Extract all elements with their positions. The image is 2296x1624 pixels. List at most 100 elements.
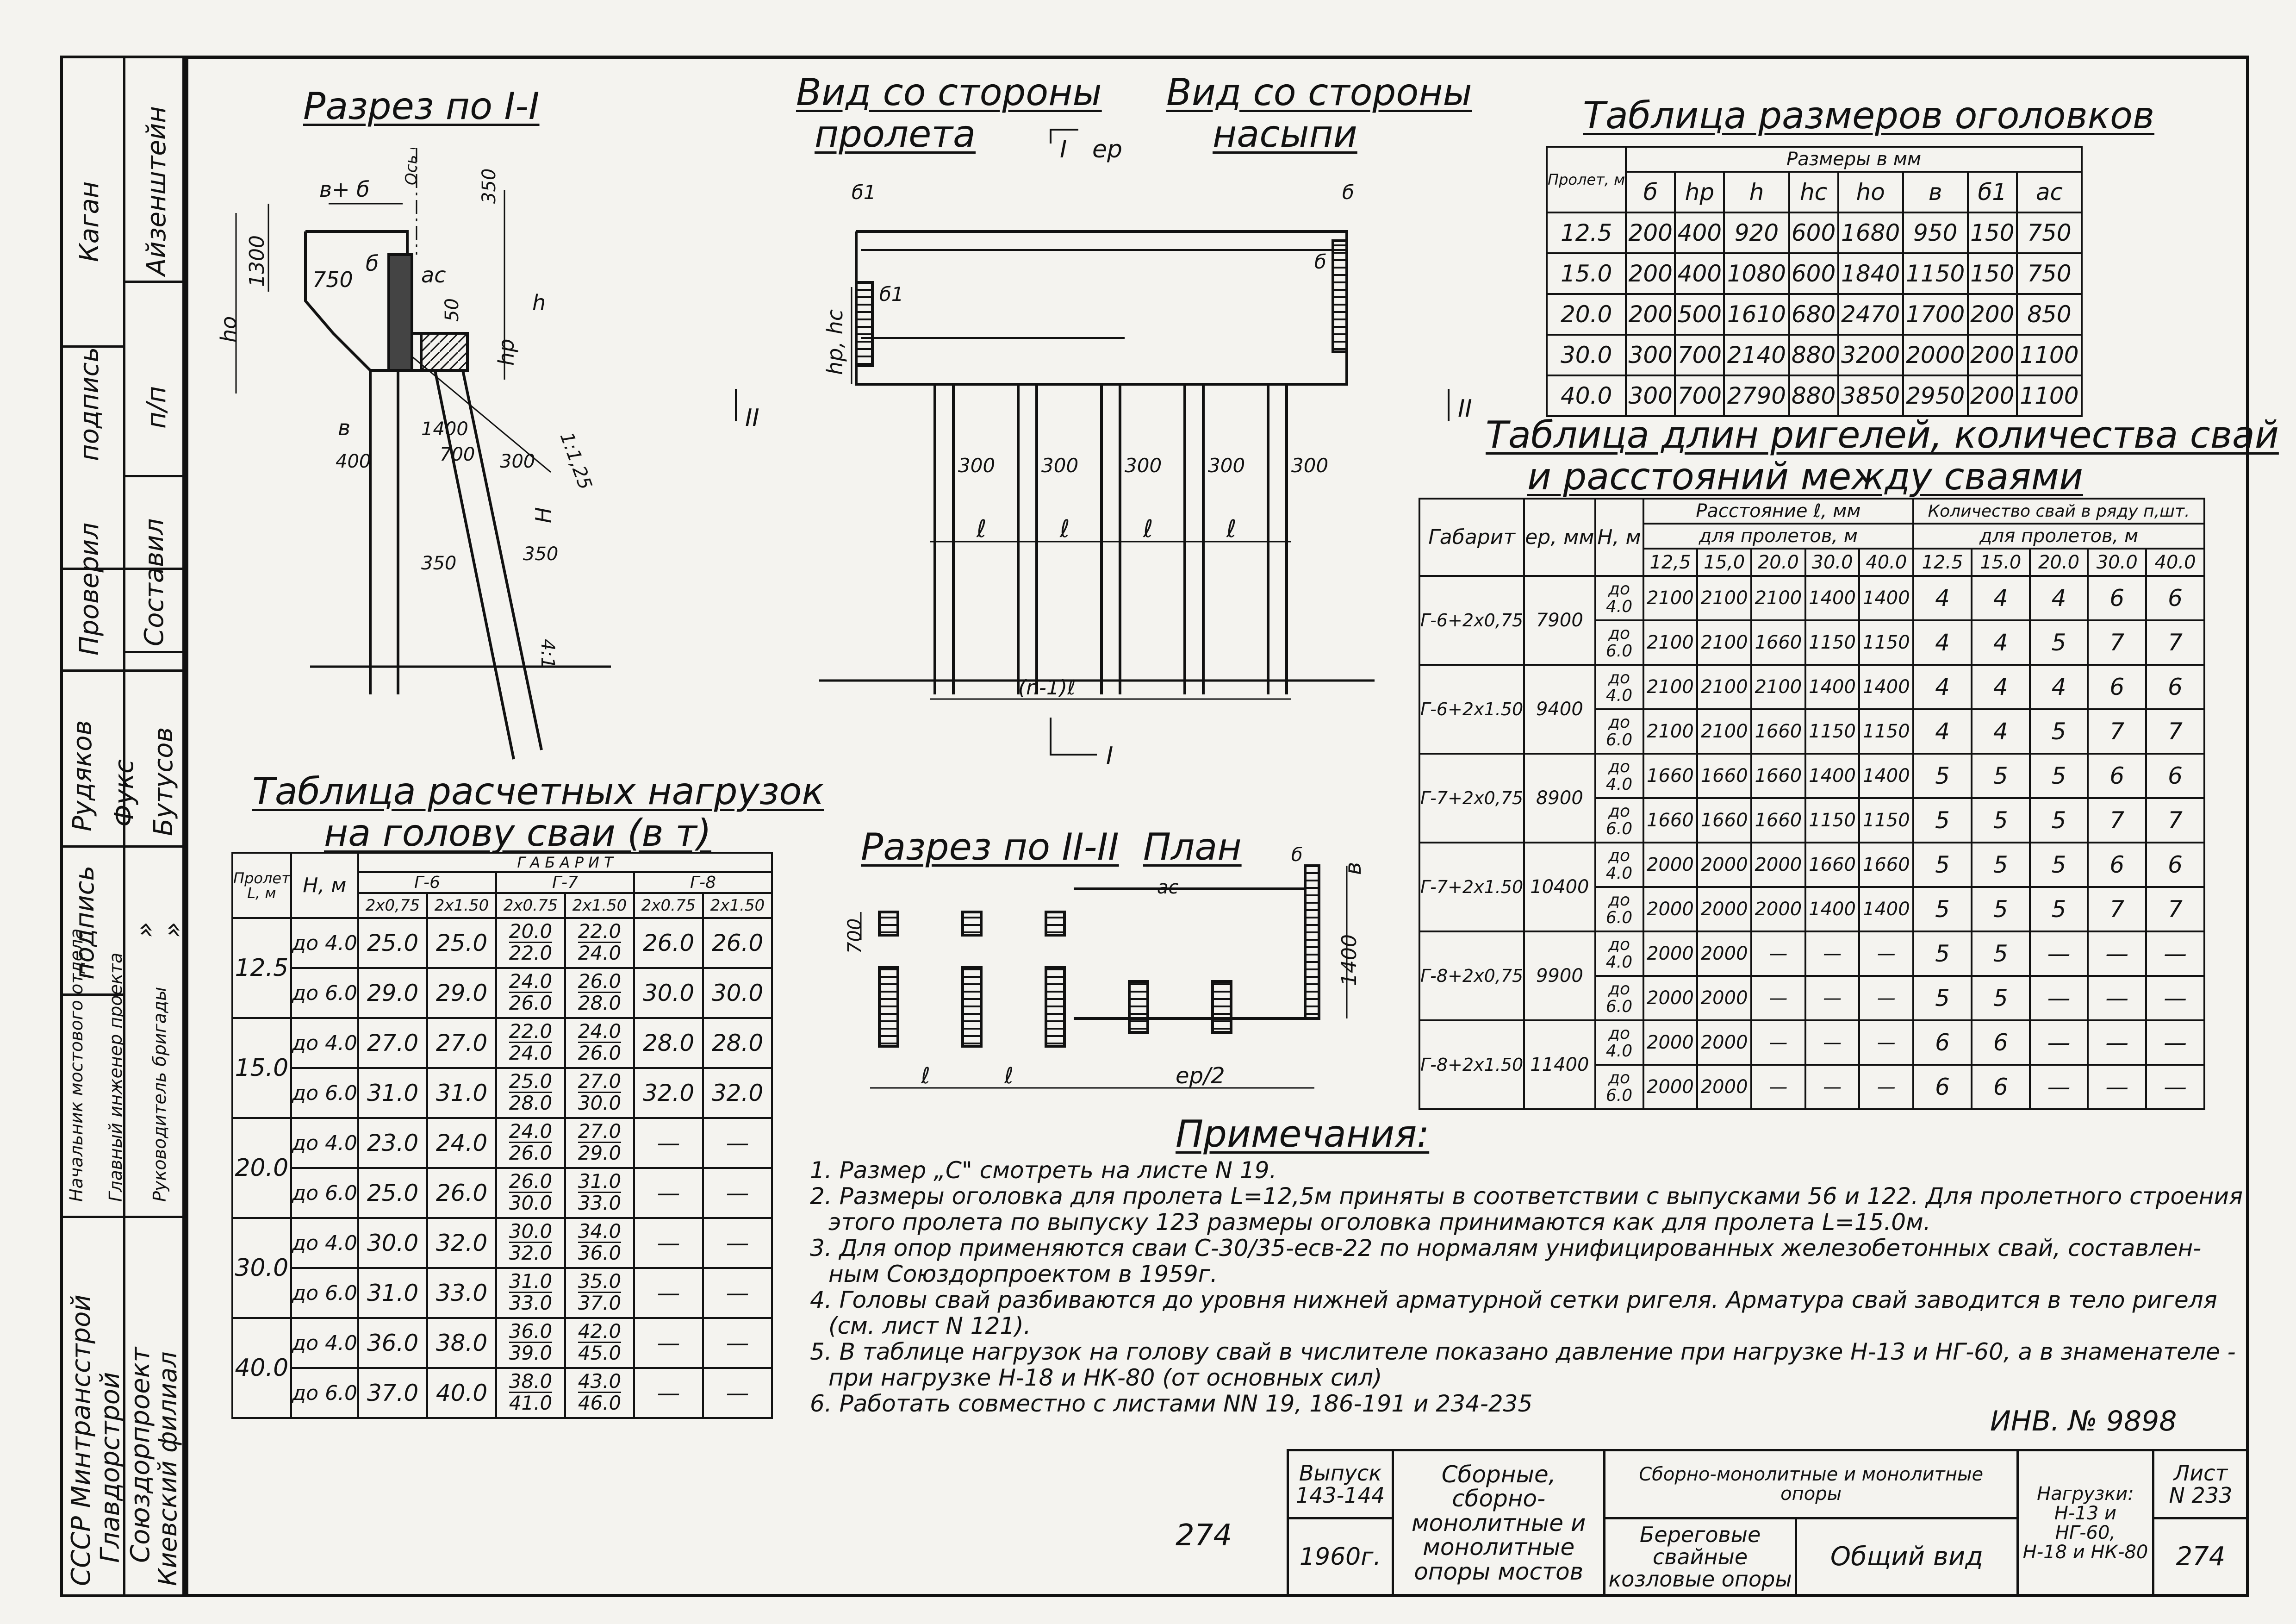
lengths-header-gabarit: Габарит (1418, 498, 1525, 577)
loads-value: — (702, 1117, 773, 1169)
lengths-count: 6 (2087, 753, 2147, 799)
fraction-numerator: 24.0 (509, 1119, 553, 1143)
label-350b: 350 (421, 553, 456, 574)
lengths-dist: 2000 (1696, 886, 1752, 932)
lengths-dist: 2100 (1696, 575, 1752, 621)
lengths-H: до 4.0 (1594, 753, 1644, 799)
heads-cell: 2140 (1723, 334, 1790, 376)
fraction-numerator: 24.0 (578, 1019, 622, 1043)
heads-cell: 750 (2016, 212, 2083, 254)
loads-H: до 6.0 (290, 1067, 360, 1119)
note-line: 1. Размер „С" смотреть на листе N 19. (810, 1157, 1277, 1184)
lengths-dist: 1400 (1858, 664, 1915, 710)
lengths-count: 6 (2145, 664, 2205, 710)
note-line: этого пролета по выпуску 123 размеры ого… (828, 1209, 1931, 1236)
lengths-count: 7 (2145, 797, 2205, 843)
heads-cell: 1840 (1837, 252, 1904, 295)
heads-cell: 700 (1674, 334, 1725, 376)
lengths-span-header: 12.5 (1912, 548, 1972, 577)
lengths-dist: 1400 (1804, 575, 1860, 621)
fraction-denominator: 26.0 (509, 1142, 553, 1165)
lengths-count: 5 (2028, 842, 2089, 888)
heads-cell: 1080 (1723, 252, 1790, 295)
fraction-numerator: 24.0 (509, 969, 553, 993)
heads-cell: 200 (1966, 375, 2018, 417)
lengths-dist: — (1750, 1019, 1806, 1066)
heads-cell: 3850 (1837, 375, 1904, 417)
lengths-dist: — (1750, 931, 1806, 977)
lengths-count: — (2028, 1019, 2089, 1066)
lengths-count: — (2087, 1064, 2147, 1110)
lengths-dist: — (1804, 975, 1860, 1021)
fraction-denominator: 33.0 (578, 1192, 622, 1215)
lengths-count: 6 (2087, 575, 2147, 621)
lengths-count: 7 (2087, 619, 2147, 666)
label-h: h (532, 290, 546, 315)
lengths-dist: 2000 (1750, 842, 1806, 888)
lengths-dist: 1660 (1750, 619, 1806, 666)
lengths-ep: 10400 (1523, 842, 1596, 932)
fraction-numerator: 27.0 (578, 1119, 622, 1143)
fraction-numerator: 25.0 (509, 1069, 553, 1093)
lengths-dist: 2000 (1642, 886, 1699, 932)
loads-sub-header: 2х1.50 (426, 892, 498, 919)
heads-table-title: Таблица размеров оголовков (1583, 94, 2155, 137)
heads-cell: 880 (1788, 334, 1839, 376)
fraction-numerator: 27.0 (578, 1069, 622, 1093)
loads-value: 30.0 (633, 967, 704, 1019)
fraction-numerator: 42.0 (578, 1319, 622, 1343)
label-1300: 1300 (245, 235, 269, 287)
lengths-count: 5 (1970, 842, 2031, 888)
heads-col-header: в (1902, 171, 1969, 213)
heads-cell: 600 (1788, 252, 1839, 295)
elev-300-3: 300 (1125, 454, 1162, 477)
loads-value: — (633, 1367, 704, 1419)
loads-value: 31.0 (426, 1067, 498, 1119)
loads-header-g7: Г-7 (495, 871, 635, 894)
lengths-header-H: H, м (1594, 498, 1644, 577)
section-2-title: Разрез по II-II (861, 825, 1119, 868)
heads-cell: 20.0 (1545, 293, 1627, 336)
fraction-denominator: 39.0 (509, 1342, 553, 1365)
lengths-span-header: 20.0 (2028, 548, 2089, 577)
lengths-span-header: 40.0 (1858, 548, 1915, 577)
heads-cell: 200 (1625, 252, 1676, 295)
stamp-kind: Береговые свайные козловые опоры (1603, 1517, 1797, 1598)
elev-l-3: ℓ (1143, 515, 1153, 543)
heads-cell: 300 (1625, 334, 1676, 376)
lengths-count: 5 (1970, 931, 2031, 977)
heads-cell: 400 (1674, 252, 1725, 295)
elev-l-4: ℓ (1226, 515, 1236, 543)
loads-value: — (702, 1167, 773, 1219)
notes-list: 1. Размер „С" смотреть на листе N 19.2. … (810, 1157, 2243, 1417)
heads-col-header: hp (1674, 171, 1725, 213)
heads-cell: 200 (1625, 293, 1676, 336)
lengths-dist: — (1858, 1019, 1915, 1066)
lengths-dist: 2100 (1642, 664, 1699, 710)
loads-value: 33.0 (426, 1267, 498, 1319)
lengths-span-header: 40.0 (2145, 548, 2205, 577)
lengths-count: 5 (1912, 842, 1972, 888)
lengths-count: — (2145, 1019, 2205, 1066)
lengths-count: 5 (1970, 886, 2031, 932)
lengths-count: — (2087, 975, 2147, 1021)
lengths-dist: 2100 (1642, 708, 1699, 755)
lengths-dist: 1660 (1642, 753, 1699, 799)
compiled-label: Составил (139, 518, 169, 646)
fraction-denominator: 45.0 (578, 1342, 622, 1365)
elev-ep: ep (1092, 136, 1122, 163)
lengths-H: до 6.0 (1594, 886, 1644, 932)
lengths-H: до 6.0 (1594, 619, 1644, 666)
